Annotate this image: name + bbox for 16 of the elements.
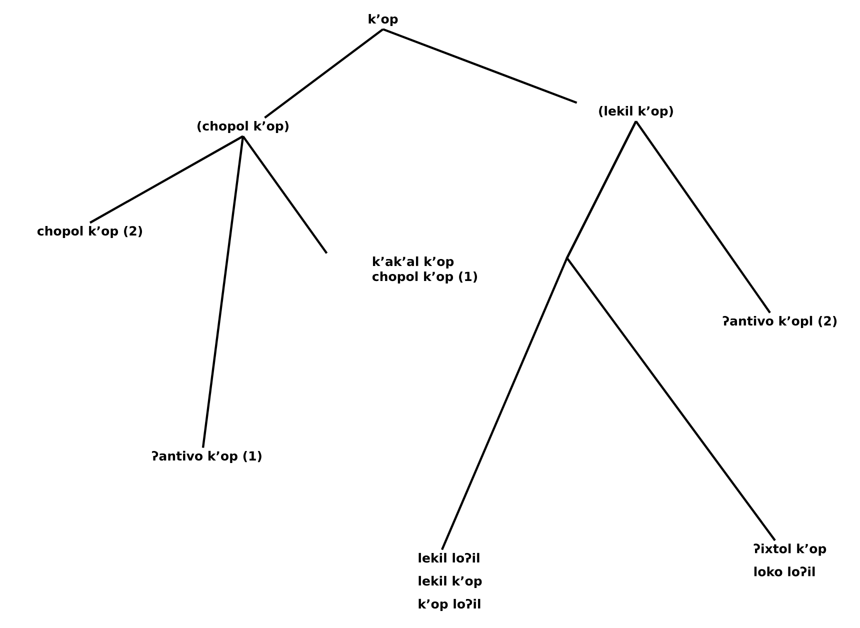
tree-branch bbox=[635, 120, 771, 314]
tree-branch bbox=[566, 120, 776, 542]
term-label: k’op bbox=[368, 14, 398, 26]
term-label: (chopol k’op) bbox=[198, 120, 288, 134]
term-label: ʔantivo k’op (1) bbox=[152, 450, 262, 464]
term-label: (lekil k’op) bbox=[599, 106, 673, 118]
tree-branch bbox=[202, 136, 244, 448]
tree-branch bbox=[382, 28, 578, 104]
tree-branch bbox=[89, 135, 244, 224]
tree-branch bbox=[264, 28, 384, 119]
term-label: lekil loʔil lekil k’op k’op loʔil bbox=[418, 552, 482, 612]
term-label: ʔantivo k’opl (2) bbox=[722, 316, 837, 328]
term-label: k’ak’al k’op chopol k’op (1) bbox=[372, 256, 477, 284]
term-label: ʔixtol k’op loko loʔil bbox=[754, 544, 826, 576]
tree-branch bbox=[242, 136, 328, 254]
term-label: chopol k’op (2) bbox=[37, 226, 142, 238]
